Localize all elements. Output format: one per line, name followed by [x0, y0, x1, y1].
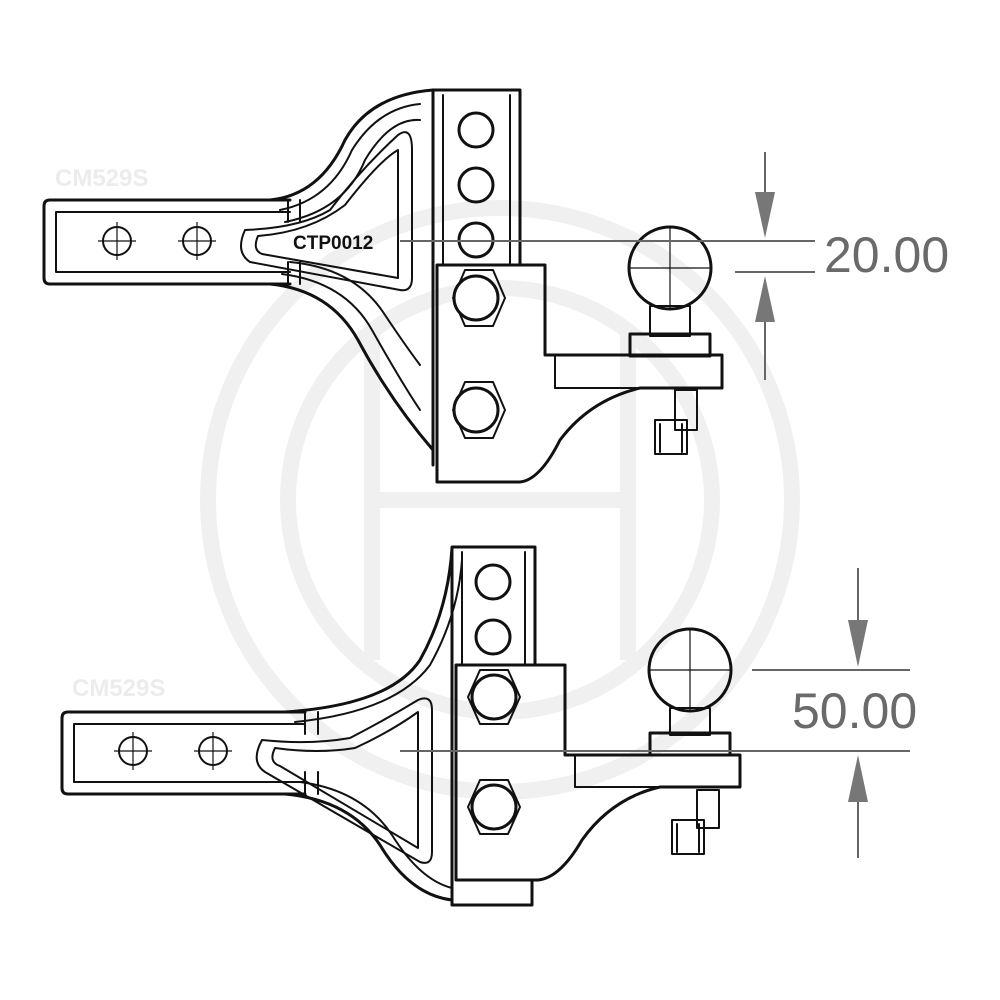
model-label-bottom: CM529S — [72, 675, 165, 702]
adjust-hole-bottom-1 — [474, 563, 512, 601]
pin-top-lower — [452, 386, 500, 434]
adjust-hole-top-1 — [457, 111, 495, 149]
arrow-up-icon — [755, 276, 775, 322]
hitch-ball-top — [627, 225, 713, 455]
dimension-value-top: 20.00 — [824, 227, 949, 283]
dimension-value-bottom: 50.00 — [792, 683, 917, 739]
model-label-top: CM529S — [55, 165, 148, 192]
arrow-down-icon — [755, 192, 775, 238]
gusset-bottom — [255, 546, 463, 902]
shank-top — [42, 198, 292, 286]
shank-bottom — [60, 710, 307, 796]
arrow-down-icon — [848, 620, 868, 667]
pin-hole-bottom-1 — [114, 732, 152, 770]
drop-plate-bottom — [450, 545, 537, 907]
ball-mount-bottom — [454, 663, 742, 882]
pin-top-upper — [452, 274, 500, 322]
pin-hole-bottom-2 — [194, 732, 232, 770]
pin-bottom-upper — [470, 673, 518, 721]
adjust-hole-top-2 — [457, 166, 495, 204]
gusset-top — [240, 88, 435, 452]
dimension-bottom: 50.00 — [400, 568, 917, 858]
adjust-hole-bottom-2 — [474, 618, 512, 656]
hitch-ball-bottom — [647, 627, 733, 855]
pin-hole-top-2 — [178, 222, 216, 260]
hitch-bottom — [60, 545, 742, 907]
pin-hole-top-1 — [98, 222, 136, 260]
hitch-top: CTP0012 — [42, 88, 724, 484]
dimension-top: 20.00 — [400, 152, 949, 380]
pin-bottom-lower — [470, 783, 518, 831]
ball-mount-top — [435, 263, 724, 484]
part-label: CTP0012 — [293, 233, 373, 254]
arrow-up-icon — [848, 755, 868, 802]
